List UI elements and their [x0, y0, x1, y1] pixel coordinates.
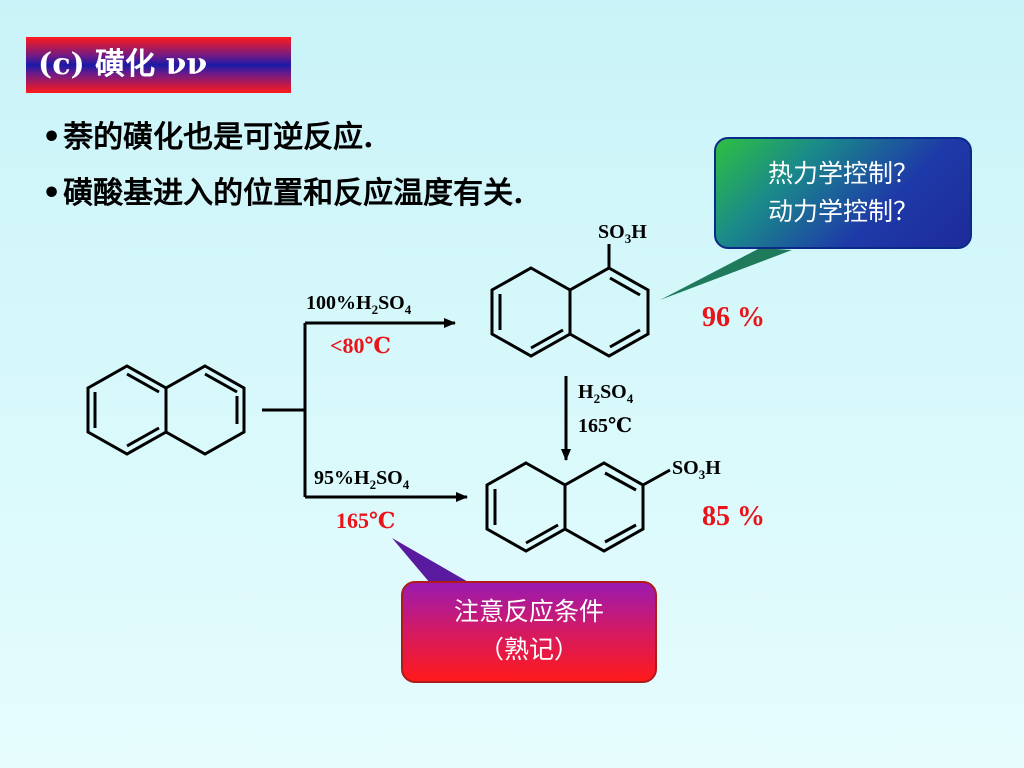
callout-bottom-line1: 注意反应条件: [453, 597, 604, 626]
callout-top-line2: 动力学控制？: [767, 197, 918, 226]
conversion-reagent-label: H2SO4: [578, 381, 634, 406]
upper-yield: 96 %: [702, 302, 765, 333]
callout-thermo-kinetic: 热力学控制？ 动力学控制？: [714, 137, 972, 249]
callout-top-line1: 热力学控制？: [767, 159, 918, 188]
reaction-branch: [262, 318, 571, 502]
upper-temperature: <80℃: [330, 333, 391, 358]
callout-bottom-pointer: [392, 538, 470, 583]
page-title: (c) 磺化 νν: [38, 47, 208, 82]
lower-yield: 85 %: [702, 501, 765, 532]
conversion-temperature: 165℃: [578, 415, 632, 437]
bullet-dot: •: [42, 176, 62, 211]
lower-temperature: 165℃: [336, 508, 395, 533]
bullet-2-text: 磺酸基进入的位置和反应温度有关.: [63, 176, 524, 211]
upper-reagent-label: 100%H2SO4: [306, 292, 412, 317]
lower-reagent-label: 95%H2SO4: [314, 467, 410, 492]
callout-conditions: 注意反应条件 （熟记）: [401, 581, 657, 683]
callout-bottom-line2: （熟记）: [478, 635, 579, 664]
upper-so3h-group: SO3H: [598, 221, 647, 246]
product-alpha-ring: [490, 244, 650, 358]
lower-so3h-group: SO3H: [672, 457, 721, 482]
bullet-dot: •: [42, 120, 62, 155]
naphthalene-reactant: [86, 364, 246, 456]
product-beta-ring: [485, 461, 671, 553]
callout-top-pointer: [660, 248, 792, 300]
title-bar: (c) 磺化 νν: [26, 37, 291, 93]
bullet-1-text: 萘的磺化也是可逆反应.: [63, 120, 374, 155]
bullet-2: •磺酸基进入的位置和反应温度有关.: [42, 168, 524, 212]
bullet-1: •萘的磺化也是可逆反应.: [42, 112, 374, 156]
